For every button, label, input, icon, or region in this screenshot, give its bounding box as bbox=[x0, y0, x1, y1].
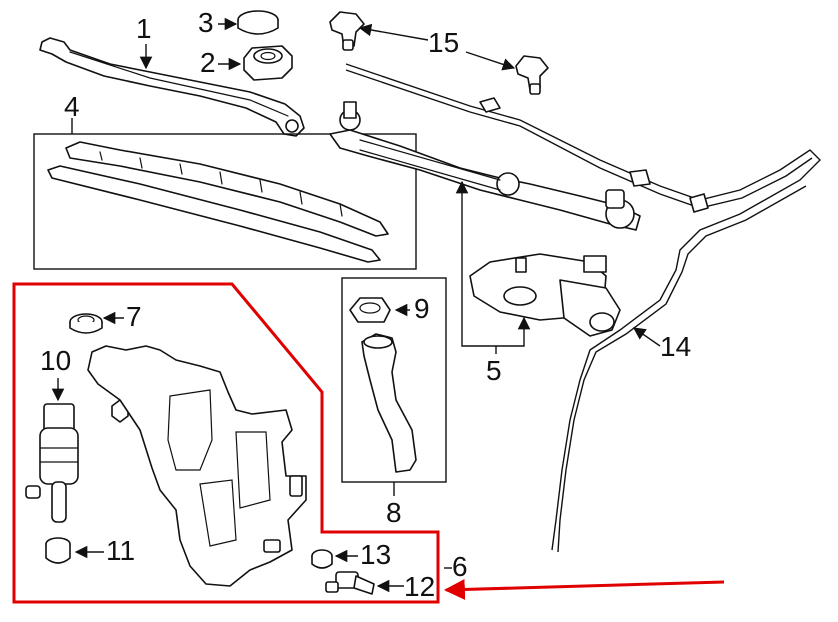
wiper-arm-part bbox=[39, 37, 305, 137]
nut-part bbox=[243, 45, 293, 81]
leader-14 bbox=[632, 327, 661, 347]
grommet-part bbox=[69, 313, 103, 334]
washer-reservoir-part bbox=[87, 345, 307, 587]
pump-grommet-part bbox=[45, 537, 71, 564]
sensor-grommet-part bbox=[311, 549, 333, 569]
callout-8: 8 bbox=[386, 497, 402, 528]
callout-4: 4 bbox=[64, 91, 80, 122]
callout-9: 9 bbox=[414, 293, 430, 324]
wiper-blade-part bbox=[47, 141, 389, 263]
wiper-linkage-part bbox=[329, 101, 641, 231]
highlight-arrow bbox=[443, 578, 725, 600]
callout-15: 15 bbox=[428, 27, 459, 58]
wiper-blade-box bbox=[33, 133, 417, 270]
reservoir-highlight-outline bbox=[12, 282, 440, 604]
washer-hose-part bbox=[345, 63, 821, 553]
leader-5-bracket bbox=[461, 184, 525, 347]
callout-10: 10 bbox=[40, 345, 71, 376]
callout-3: 3 bbox=[198, 7, 214, 38]
filler-cap-part bbox=[349, 297, 391, 323]
filler-neck-part bbox=[361, 333, 417, 473]
leader-15b bbox=[465, 51, 516, 71]
wiper-motor-part bbox=[469, 253, 621, 337]
callout-11: 11 bbox=[106, 535, 135, 566]
callout-5: 5 bbox=[486, 355, 502, 386]
cap-part bbox=[237, 10, 279, 35]
washer-nozzle-part bbox=[329, 11, 549, 95]
callout-1: 1 bbox=[136, 13, 152, 44]
callout-7: 7 bbox=[126, 301, 142, 332]
washer-pump-part bbox=[25, 403, 79, 523]
callout-12: 12 bbox=[404, 571, 435, 602]
level-sensor-part bbox=[325, 571, 375, 595]
callout-2: 2 bbox=[200, 47, 216, 78]
callout-13: 13 bbox=[360, 539, 391, 570]
callout-14: 14 bbox=[660, 331, 691, 362]
callout-6: 6 bbox=[452, 551, 468, 582]
leader-15a bbox=[358, 23, 429, 41]
